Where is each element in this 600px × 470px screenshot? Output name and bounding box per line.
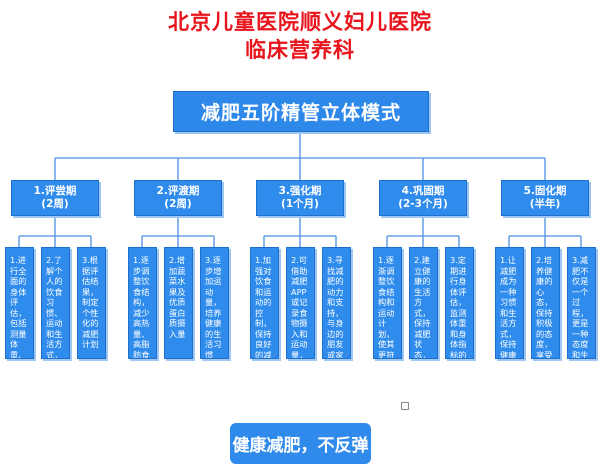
- edit-icon: [401, 402, 409, 410]
- phase-box-4: 4.巩固期 (2-3个月): [379, 180, 467, 216]
- phase4-item-1: 1.逐渐调整饮食结构和运动计划，使其更符合个人的健康需求: [373, 247, 402, 359]
- phase3-item-1: 1.加强对饮食和运动的控制，保持良好的减肥状态: [250, 247, 279, 359]
- phase3-item-3: 3.寻找减肥的动力和支持，与身边的朋友或家人分享自己的减肥经历，互相鼓励: [322, 247, 351, 359]
- phase-label: 1.评尝期: [33, 185, 77, 197]
- phase4-item-2: 2.建立健康的生活方式，保持减肥状态，防止反弹: [409, 247, 438, 359]
- phase4-item-3: 3.定期进行身体评估，监测体重和身体指标的变化，及时调整减肥计划: [445, 247, 474, 359]
- phase3-item-2: 2.可借助减肥APP或记录食物摄入和运动量，监控自己的减肥进展: [286, 247, 315, 359]
- phase-label: 2.评渡期: [156, 185, 200, 197]
- phase-duration: (半年): [529, 198, 561, 210]
- phase5-item-1: 1.让减肥成为一种习惯和生活方式，保持健康的饮食和运动习惯，继续坚持下去: [495, 247, 524, 359]
- phase1-item-2: 2.了解个人的饮食习惯、运动和生活方式，找出导致体重增加的原因: [41, 247, 70, 359]
- model-title-box: 减肥五阶精管立体模式: [173, 91, 429, 132]
- hospital-name: 北京儿童医院顺义妇儿医院: [168, 10, 432, 34]
- phase-label: 5.固化期: [523, 185, 567, 197]
- phase-box-1: 1.评尝期 (2周): [11, 180, 99, 216]
- department-name: 临床营养科: [245, 38, 355, 62]
- phase5-item-2: 2.培养健康的心态，保持积极的态度，享受健康生活: [531, 247, 560, 359]
- phase5-item-3: 3.减肥不仅是一个过程，更是一种态度和生活方式: [567, 247, 596, 359]
- phase-box-2: 2.评渡期 (2周): [134, 180, 222, 216]
- phase-label: 3.强化期: [278, 185, 322, 197]
- phase2-item-3: 3.逐步增加运动量，培养健康的生活习惯: [200, 247, 229, 359]
- phase2-item-1: 1.逐步调整饮食结构，减少高热量、高脂肪食物的摄入: [128, 247, 157, 359]
- phase1-item-1: 1.进行全面的身体评估，包括测量体重、体脂百分含量、身体指数等: [5, 247, 34, 359]
- phase-box-5: 5.固化期 (半年): [501, 180, 589, 216]
- phase-label: 4.巩固期: [401, 185, 445, 197]
- phase1-item-3: 3.根据评估结果，制定个性化的减肥计划: [77, 247, 106, 359]
- phase-duration: (1个月): [281, 198, 319, 210]
- phase-duration: (2周): [41, 198, 69, 210]
- slogan-banner: 健康减肥，不反弹: [230, 423, 371, 464]
- phase-box-3: 3.强化期 (1个月): [256, 180, 344, 216]
- phase-duration: (2周): [164, 198, 192, 210]
- phase-duration: (2-3个月): [398, 198, 448, 210]
- phase2-item-2: 2.增加蔬菜水果及优质蛋白质摄入量: [164, 247, 193, 359]
